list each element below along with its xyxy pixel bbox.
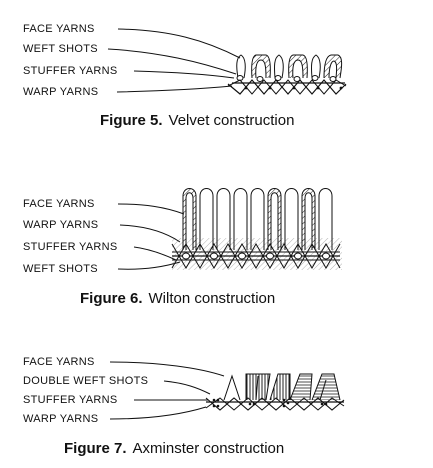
fig7-caption-number: Figure 7. (64, 440, 127, 457)
fig6-leader-face (117, 203, 185, 215)
fig5-caption-text: Velvet construction (168, 112, 295, 129)
fig5-label-stuffer-yarns: STUFFER YARNS (23, 65, 118, 77)
fig7-leader-warp (109, 406, 207, 420)
fig6-leader-stuffer (133, 246, 177, 261)
fig5-label-face-yarns: FACE YARNS (23, 23, 95, 35)
fig5-velvet-drawing (107, 28, 347, 95)
fig5-leader-stuffer (133, 70, 235, 79)
fig6-backing (171, 238, 342, 270)
fig7-label-face-yarns: FACE YARNS (23, 356, 95, 368)
fig7-caption: Figure 7. Axminster construction (64, 441, 284, 456)
fig5-weft-dots (244, 86, 343, 90)
fig6-leader-weft (117, 261, 181, 270)
fig5-warp-2 (227, 79, 347, 95)
fig6-caption: Figure 6. Wilton construction (80, 291, 275, 306)
fig7-warp-2 (205, 397, 345, 411)
fig7-tufts (223, 373, 341, 401)
fig7-caption-text: Axminster construction (132, 440, 285, 457)
fig7-double-weft-shots (212, 398, 328, 408)
fig7-label-warp-yarns: WARP YARNS (23, 413, 99, 425)
fig7-leader-face (109, 361, 225, 377)
fig7-leader-double-weft (163, 380, 211, 395)
fig5-label-warp-yarns: WARP YARNS (23, 86, 99, 98)
fig5-warp (227, 79, 347, 95)
fig6-caption-number: Figure 6. (80, 290, 143, 307)
fig5-label-weft-shots: WEFT SHOTS (23, 43, 98, 55)
fig5-leader-face (117, 28, 241, 59)
fig5-leader-warp (116, 85, 233, 93)
fig6-caption-text: Wilton construction (148, 290, 276, 307)
fig6-label-weft-shots: WEFT SHOTS (23, 263, 98, 275)
fig6-label-stuffer-yarns: STUFFER YARNS (23, 241, 118, 253)
fig6-label-face-yarns: FACE YARNS (23, 198, 95, 210)
fig6-leader-warp (119, 224, 181, 243)
fig7-label-stuffer-yarns: STUFFER YARNS (23, 394, 118, 406)
fig5-caption-number: Figure 5. (100, 112, 163, 129)
fig7-axminster-drawing (109, 361, 345, 420)
fig5-leader-weft (107, 48, 237, 75)
fig6-pile-loops (182, 188, 333, 250)
fig5-weft-shots (236, 75, 337, 82)
fig5-pile-loops (236, 54, 343, 79)
fig6-weft-shots (182, 252, 330, 260)
fig5-caption: Figure 5. Velvet construction (100, 113, 294, 128)
fig7-label-double-weft-shots: DOUBLE WEFT SHOTS (23, 375, 149, 387)
fig6-wilton-drawing (117, 188, 342, 270)
fig6-label-warp-yarns: WARP YARNS (23, 219, 99, 231)
fig7-warp (205, 397, 345, 411)
